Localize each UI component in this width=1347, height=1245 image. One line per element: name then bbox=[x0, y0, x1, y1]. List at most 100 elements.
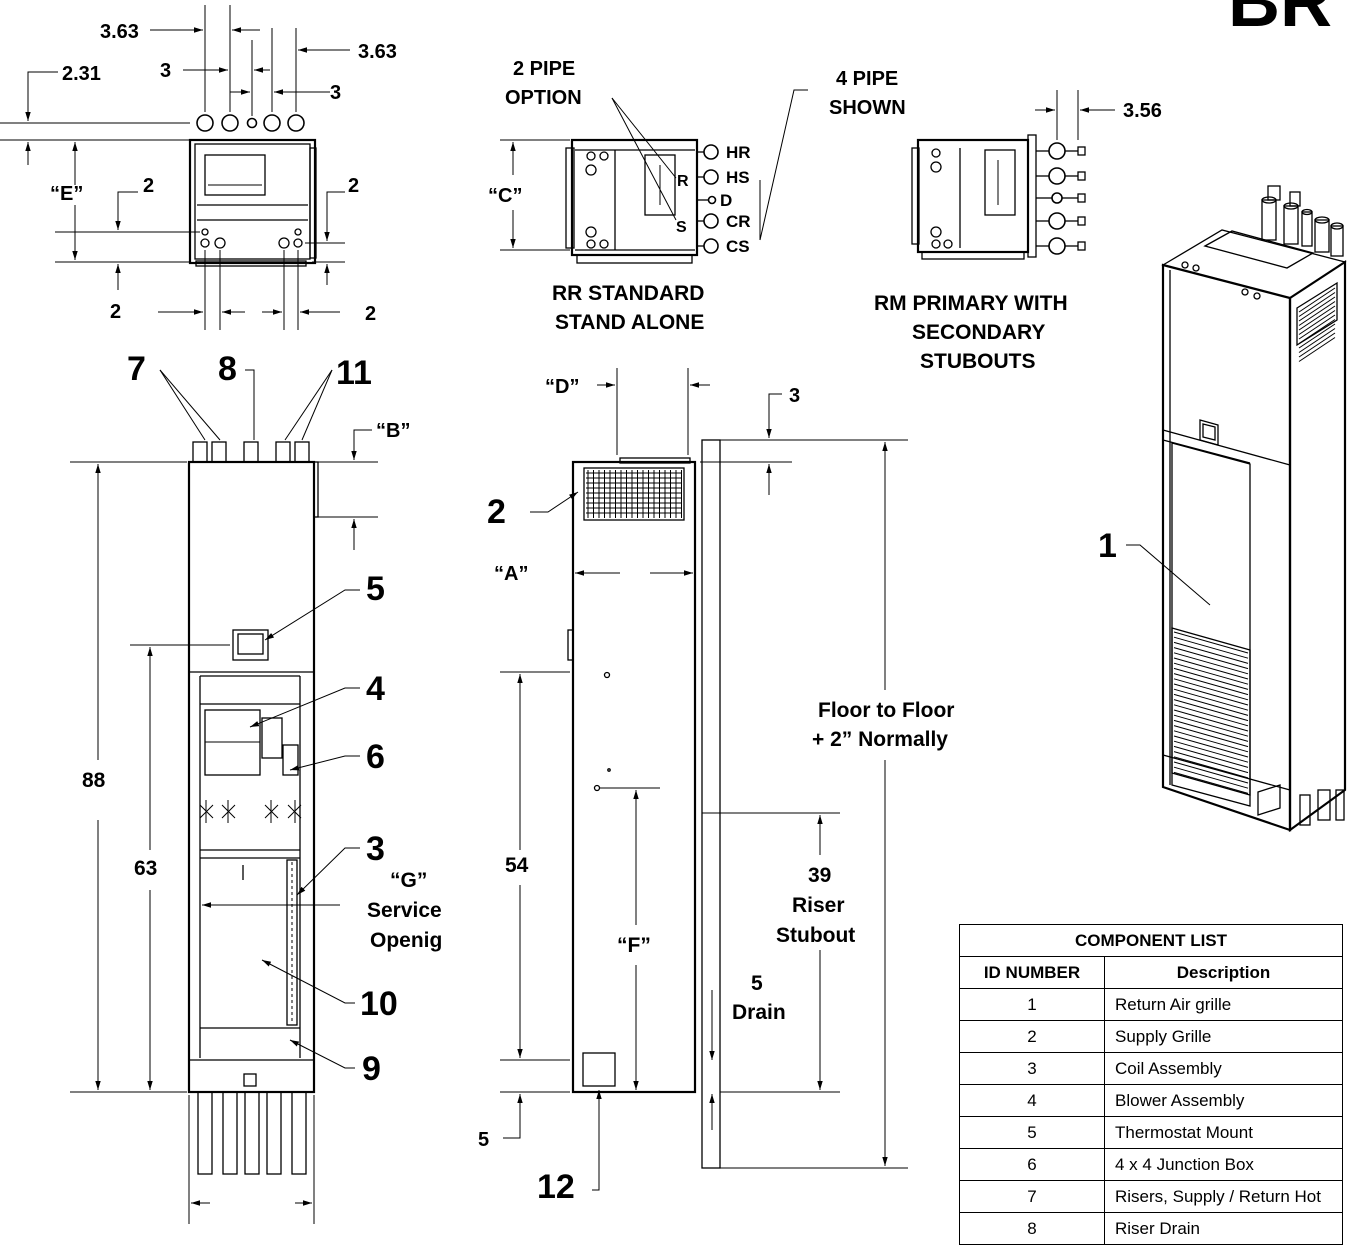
dim-label: 3.56 bbox=[1123, 100, 1162, 122]
dim-label: 2 bbox=[110, 301, 121, 323]
rr-pipe bbox=[703, 144, 719, 160]
dim-label: Stubout bbox=[776, 924, 855, 947]
rr-standard-view: HR HS D CR CS R S “C” 2 PIPE OPTION 4 PI… bbox=[488, 58, 906, 334]
rr-pipe bbox=[707, 195, 717, 205]
coil-assembly bbox=[286, 859, 298, 1026]
cell-id: 7 bbox=[959, 1180, 1105, 1213]
dim-label: 88 bbox=[82, 769, 106, 792]
dim-label: “E” bbox=[50, 183, 83, 205]
dim-label: 39 bbox=[808, 864, 831, 887]
view-caption: SECONDARY bbox=[912, 321, 1045, 344]
iso-supply-grille bbox=[1296, 281, 1338, 347]
top-view-body bbox=[188, 138, 317, 265]
cell-id: 1 bbox=[959, 988, 1105, 1021]
dim-label: “D” bbox=[545, 376, 579, 398]
top-pipe bbox=[196, 114, 214, 132]
top-pipe bbox=[287, 114, 305, 132]
rm-pipe bbox=[1048, 212, 1066, 230]
top-pipe bbox=[263, 114, 281, 132]
front-cabinet bbox=[187, 460, 316, 1094]
iso-side-face bbox=[1288, 259, 1347, 833]
cell-description: Coil Assembly bbox=[1104, 1052, 1343, 1085]
shown-label: SHOWN bbox=[829, 97, 906, 119]
isometric-view: 1 bbox=[1098, 185, 1347, 833]
column-header-description: Description bbox=[1104, 956, 1343, 989]
front-view: 7 8 11 5 4 6 3 10 9 “B” 88 63 “G” Servic… bbox=[70, 350, 442, 1224]
callout-12: 12 bbox=[537, 1168, 575, 1206]
top-view: 3.63 3.63 3 3 2.31 “E” 2 2 2 2 bbox=[0, 5, 397, 330]
rr-pipe bbox=[703, 213, 719, 229]
view-caption: STUBOUTS bbox=[920, 350, 1036, 373]
table-title: COMPONENT LIST bbox=[959, 924, 1343, 957]
rr-pipe bbox=[703, 169, 719, 185]
rr-pipe-label: HS bbox=[726, 168, 750, 187]
floor-label: Floor to Floor bbox=[818, 699, 954, 722]
dim-label: “C” bbox=[488, 185, 522, 207]
dim-label: “B” bbox=[376, 420, 410, 442]
dim-label: Riser bbox=[792, 894, 845, 917]
dim-label: 3 bbox=[330, 82, 341, 104]
junction-box bbox=[282, 744, 299, 776]
cell-id: 6 bbox=[959, 1148, 1105, 1181]
option-label: OPTION bbox=[505, 87, 582, 109]
view-caption: RR STANDARD bbox=[552, 282, 704, 305]
cell-description: Risers, Supply / Return Hot bbox=[1104, 1180, 1343, 1213]
rm-pipe bbox=[1048, 142, 1066, 160]
service-label: Openig bbox=[370, 929, 442, 952]
dim-label: 3.63 bbox=[100, 21, 139, 43]
view-caption: STAND ALONE bbox=[555, 311, 704, 334]
rm-pipe bbox=[1048, 237, 1066, 255]
side-view: 2 12 “D” 3 “A” 54 “F” 5 5 Drain 39 Riser… bbox=[478, 368, 954, 1206]
dim-label: 2 bbox=[143, 175, 154, 197]
dim-label: 54 bbox=[505, 854, 529, 877]
cell-description: Return Air grille bbox=[1104, 988, 1343, 1021]
callout-9: 9 bbox=[362, 1050, 381, 1088]
dim-label: 3.63 bbox=[358, 41, 397, 63]
dim-label: 2 bbox=[348, 175, 359, 197]
option-label: 2 PIPE bbox=[513, 58, 575, 80]
callout-4: 4 bbox=[366, 670, 385, 708]
callout-1: 1 bbox=[1098, 527, 1117, 565]
rr-mark-s: S bbox=[676, 219, 687, 236]
callout-8: 8 bbox=[218, 350, 237, 388]
dim-label: 5 bbox=[478, 1129, 489, 1151]
supply-grille bbox=[583, 467, 685, 521]
callout-7: 7 bbox=[127, 350, 146, 388]
callout-6: 6 bbox=[366, 738, 385, 776]
service-label: Service bbox=[367, 899, 442, 922]
rr-pipe bbox=[703, 238, 719, 254]
thermostat-mount bbox=[232, 629, 269, 661]
rr-view-body bbox=[570, 138, 699, 257]
service-label: “G” bbox=[390, 869, 427, 892]
callout-2: 2 bbox=[487, 493, 506, 531]
cell-description: Riser Drain bbox=[1104, 1212, 1343, 1245]
rr-pipe-label: CR bbox=[726, 212, 751, 231]
return-air-grille bbox=[1171, 627, 1251, 796]
dim-label: 2.31 bbox=[62, 63, 101, 85]
dim-label: “F” bbox=[617, 934, 651, 957]
rr-pipe-label: CS bbox=[726, 237, 750, 256]
side-cabinet bbox=[571, 460, 697, 1094]
cell-description: Supply Grille bbox=[1104, 1020, 1343, 1053]
floor-label: + 2” Normally bbox=[812, 728, 948, 751]
dim-label: 63 bbox=[134, 857, 157, 880]
top-pipe bbox=[221, 114, 239, 132]
shown-label: 4 PIPE bbox=[836, 68, 898, 90]
dim-label: 3 bbox=[160, 60, 171, 82]
top-view-grille bbox=[204, 154, 266, 196]
callout-11: 11 bbox=[336, 354, 372, 392]
column-header-id: ID NUMBER bbox=[959, 956, 1105, 989]
rm-pipe bbox=[1048, 167, 1066, 185]
corner-label: BR bbox=[1228, 0, 1332, 42]
cell-description: Blower Assembly bbox=[1104, 1084, 1343, 1117]
cell-description: 4 x 4 Junction Box bbox=[1104, 1148, 1343, 1181]
